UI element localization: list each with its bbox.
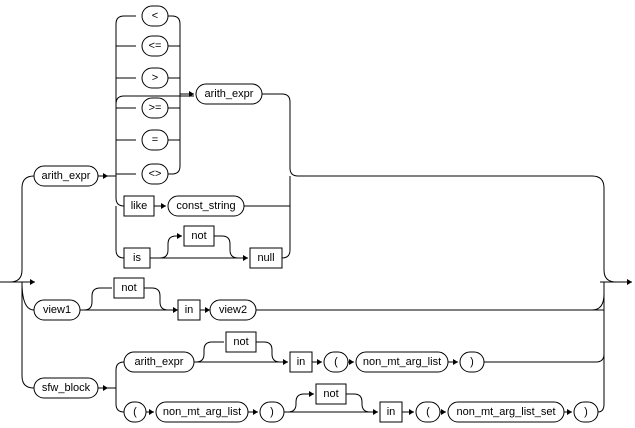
node-non-mt-arg-list-1-label: non_mt_arg_list: [363, 356, 441, 368]
operator-greater-equal-label: >=: [149, 102, 162, 114]
node-const-string-label: const_string: [176, 200, 235, 212]
keyword-not-sfw1: not: [225, 331, 257, 353]
node-sfw-block-label: sfw_block: [42, 382, 91, 394]
node-view1: view1: [33, 299, 81, 321]
keyword-is-label: is: [133, 252, 141, 264]
node-view2-label: view2: [219, 304, 247, 316]
keyword-not-view-label: not: [121, 282, 136, 294]
keyword-in-sfw1: in: [289, 351, 313, 373]
operator-less-equal: <=: [141, 35, 169, 57]
node-arith-expr-sfw-label: arith_expr: [135, 356, 184, 368]
keyword-not-sfw2: not: [315, 383, 347, 405]
lparen-2: (: [123, 401, 147, 423]
keyword-not-is: not: [183, 225, 215, 247]
keyword-not-sfw1-label: not: [233, 336, 248, 348]
node-arith-expr-lhs-label: arith_expr: [42, 170, 91, 182]
operator-greater-equal: >=: [141, 97, 169, 119]
node-const-string: const_string: [167, 195, 245, 217]
keyword-not-sfw2-label: not: [323, 388, 338, 400]
lparen-3: (: [415, 401, 441, 423]
keyword-like: like: [123, 195, 155, 217]
keyword-in-sfw2-label: in: [387, 406, 396, 418]
node-arith-expr-sfw: arith_expr: [123, 351, 195, 373]
operator-less-than-label: <: [152, 10, 158, 22]
keyword-in-view-label: in: [185, 304, 194, 316]
keyword-in-sfw2: in: [379, 401, 403, 423]
keyword-is: is: [123, 247, 151, 269]
node-non-mt-arg-list-set: non_mt_arg_list_set: [447, 401, 565, 423]
rparen-3: ): [573, 401, 599, 423]
keyword-in-view: in: [177, 299, 201, 321]
node-view1-label: view1: [43, 304, 71, 316]
node-arith-expr-rhs: arith_expr: [195, 83, 263, 105]
rparen-1-label: ): [470, 356, 474, 368]
lparen-3-label: (: [426, 406, 430, 418]
keyword-null: null: [249, 247, 283, 269]
keyword-like-label: like: [131, 200, 148, 212]
keyword-in-sfw1-label: in: [297, 356, 306, 368]
operator-less-equal-label: <=: [149, 40, 162, 52]
operator-equal: =: [141, 129, 169, 151]
node-view2: view2: [209, 299, 257, 321]
lparen-1-label: (: [334, 356, 338, 368]
keyword-not-view: not: [113, 277, 145, 299]
rparen-2: ): [259, 401, 285, 423]
node-non-mt-arg-list-1: non_mt_arg_list: [355, 351, 449, 373]
rparen-3-label: ): [584, 406, 588, 418]
node-arith-expr-lhs: arith_expr: [33, 165, 99, 187]
keyword-null-label: null: [257, 252, 274, 264]
node-non-mt-arg-list-2-label: non_mt_arg_list: [163, 406, 241, 418]
keyword-not-is-label: not: [191, 230, 206, 242]
operator-not-equal-label: <>: [149, 168, 162, 180]
operator-not-equal: <>: [141, 163, 169, 185]
operator-greater-than: >: [141, 67, 169, 89]
operator-greater-than-label: >: [152, 72, 158, 84]
arrowheads: [30, 91, 632, 415]
rparen-1: ): [459, 351, 485, 373]
operator-less-than: <: [141, 5, 169, 27]
lparen-2-label: (: [133, 406, 137, 418]
connector-lines: [0, 15, 632, 413]
node-sfw-block: sfw_block: [33, 377, 99, 399]
lparen-1: (: [323, 351, 349, 373]
node-arith-expr-rhs-label: arith_expr: [205, 88, 254, 100]
rparen-2-label: ): [270, 406, 274, 418]
node-non-mt-arg-list-set-label: non_mt_arg_list_set: [456, 406, 555, 418]
operator-equal-label: =: [152, 134, 158, 146]
node-non-mt-arg-list-2: non_mt_arg_list: [155, 401, 249, 423]
